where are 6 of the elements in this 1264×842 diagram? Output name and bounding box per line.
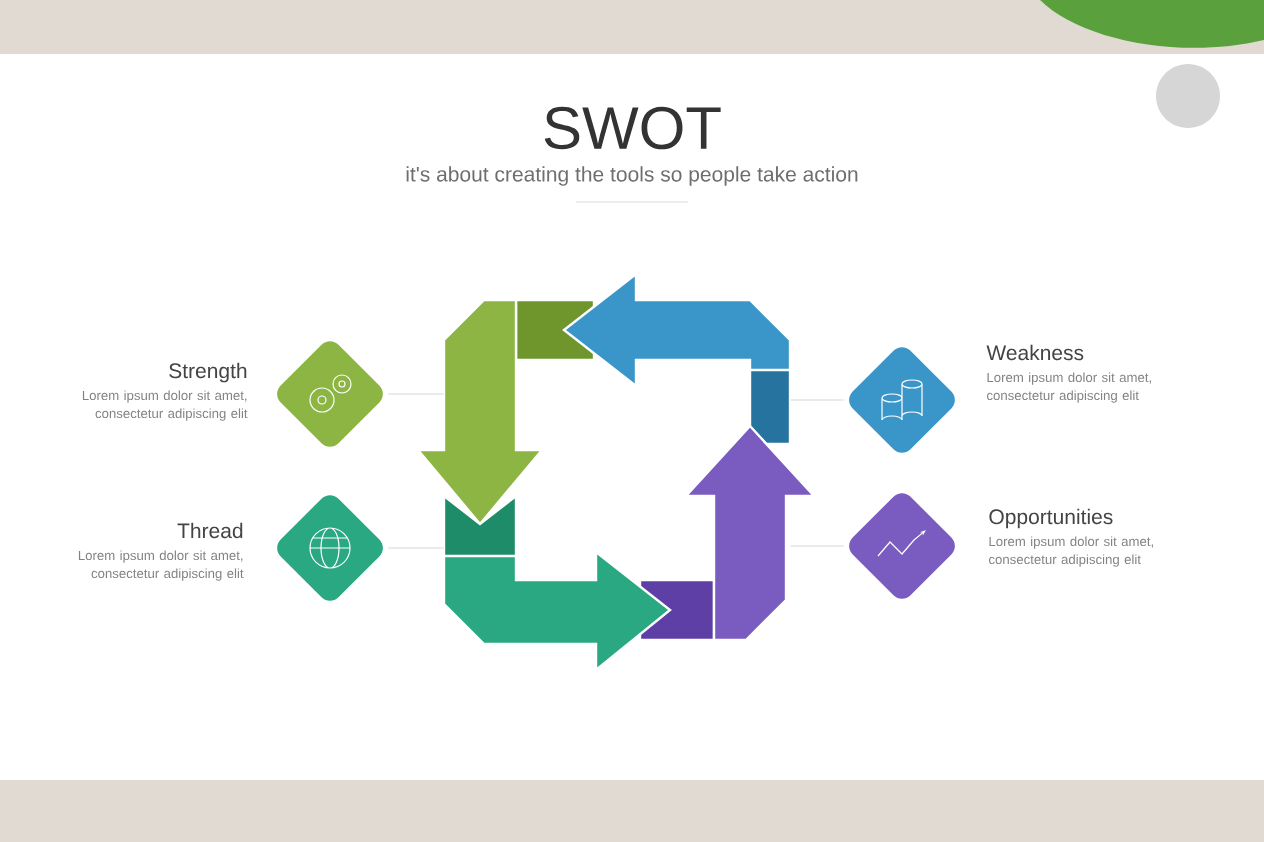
heading: Opportunities [989,508,1113,529]
heading: Weakness [986,344,1084,361]
heading: Strength [169,362,247,383]
title: SWOT [544,106,721,150]
subtitle: it's about creating the tools so people take action [406,166,858,186]
heading: Thread [177,522,243,539]
